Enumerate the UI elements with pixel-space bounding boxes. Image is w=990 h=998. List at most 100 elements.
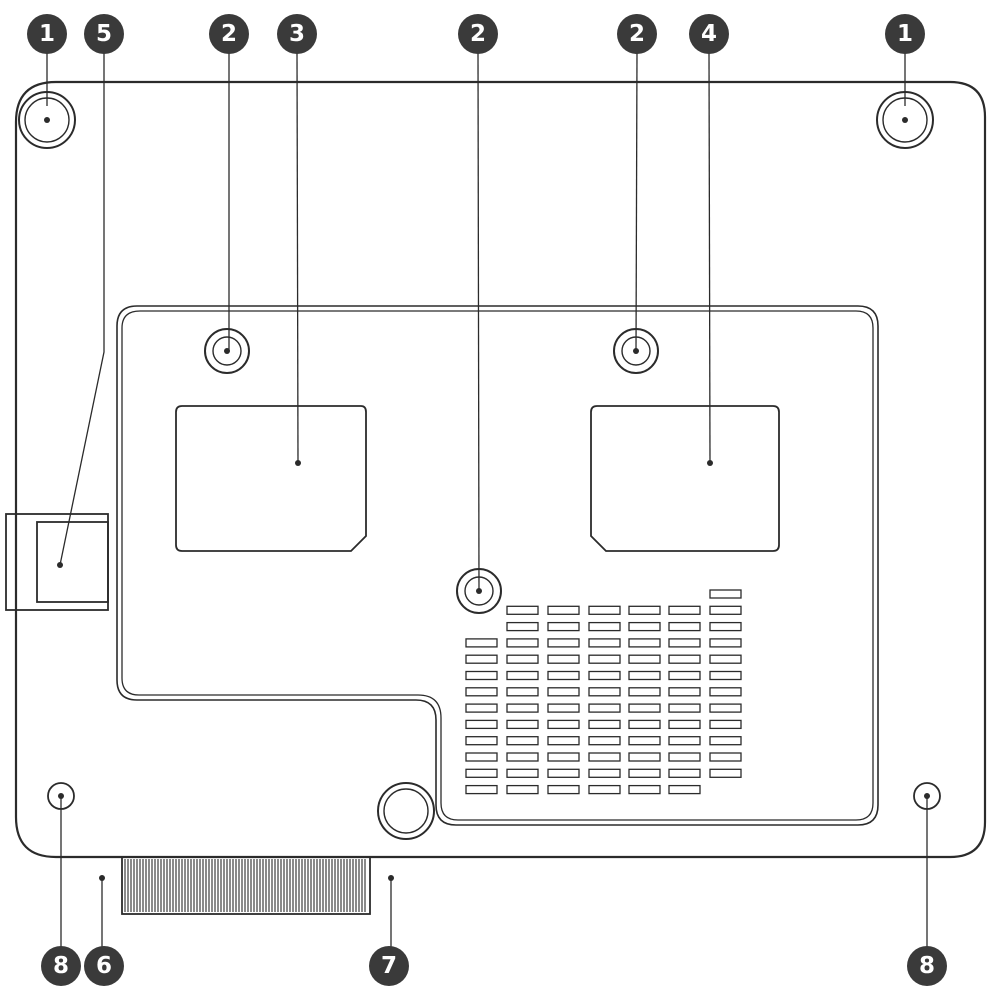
vent-slot (588, 621, 621, 632)
vent-slot (628, 768, 661, 778)
vent-slot (709, 752, 742, 762)
vent-slot (465, 752, 498, 762)
adjustable-foot (377, 782, 435, 840)
vent-slot (668, 670, 701, 681)
vent-slot (547, 687, 580, 697)
vent-slot (668, 768, 701, 778)
vent-slot (709, 638, 742, 648)
callout-3: 3 (277, 14, 317, 54)
vent-slot (506, 670, 539, 681)
vent-slot (588, 654, 621, 664)
label-area-right (590, 405, 780, 552)
vent-slot (547, 621, 580, 632)
vent-slot (709, 670, 742, 681)
vent-slot (628, 784, 661, 795)
vent-slot (506, 638, 539, 648)
callout-number: 2 (629, 21, 645, 47)
leader-lines (46, 51, 928, 948)
vent-slot (668, 752, 701, 762)
mount-hole-left (204, 328, 250, 374)
callout-8-left: 8 (41, 946, 81, 986)
vent-slot (588, 703, 621, 713)
vent-slot (668, 654, 701, 664)
vent-slot (465, 784, 498, 795)
callout-number: 8 (53, 953, 69, 979)
vent-slot (628, 621, 661, 632)
vent-slot (547, 670, 580, 681)
callout-number: 2 (221, 21, 237, 47)
vent-slot (547, 784, 580, 795)
vent-slot (588, 736, 621, 746)
vent-slot (506, 621, 539, 632)
vent-slot (588, 687, 621, 697)
vent-slot (709, 605, 742, 615)
callout-number: 6 (96, 953, 112, 979)
vent-slot (506, 784, 539, 795)
vent-slot (465, 687, 498, 697)
vent-slot (547, 605, 580, 615)
callout-number: 2 (470, 21, 486, 47)
vent-slot (668, 736, 701, 746)
vent-slot (668, 605, 701, 615)
vent-slot (628, 719, 661, 730)
vent-slot (588, 670, 621, 681)
vent-slot (588, 752, 621, 762)
vent-slot (465, 703, 498, 713)
vent-slot (588, 784, 621, 795)
vent-slot (709, 719, 742, 730)
vent-slot (668, 638, 701, 648)
callout-number: 3 (289, 21, 305, 47)
callout-1-right: 1 (885, 14, 925, 54)
vent-slot (709, 736, 742, 746)
callout-7: 7 (369, 946, 409, 986)
callout-number: 4 (701, 21, 717, 47)
vent-slot (465, 670, 498, 681)
vent-slot (506, 687, 539, 697)
vent-slot (506, 752, 539, 762)
vent-slot (547, 719, 580, 730)
vent-slot (588, 638, 621, 648)
vent-slot (628, 670, 661, 681)
vent-slot (588, 605, 621, 615)
callout-number: 1 (897, 21, 913, 47)
vent-slot (547, 654, 580, 664)
vent-slot (506, 703, 539, 713)
vent-slot (465, 736, 498, 746)
body-outline (14, 80, 987, 859)
vent-slot (668, 719, 701, 730)
vent-slot (709, 768, 742, 778)
side-port (5, 513, 109, 611)
vent-slot (588, 768, 621, 778)
vent-slot (668, 621, 701, 632)
callout-8-right: 8 (907, 946, 947, 986)
vent-slot (465, 719, 498, 730)
lens-grille (121, 856, 371, 915)
vent-slot (506, 719, 539, 730)
vent-slot (547, 638, 580, 648)
callout-number: 1 (39, 21, 55, 47)
vent-slot (628, 703, 661, 713)
vent-slot (628, 638, 661, 648)
vent-slot (709, 703, 742, 713)
callout-number: 7 (381, 953, 397, 979)
callout-2-right: 2 (617, 14, 657, 54)
callout-2-center: 2 (458, 14, 498, 54)
vent-slot (628, 736, 661, 746)
vent-slot (547, 703, 580, 713)
vent-slot (506, 768, 539, 778)
callout-2-left: 2 (209, 14, 249, 54)
lens-ribs (124, 859, 366, 912)
cover-panel (116, 305, 879, 826)
callout-4: 4 (689, 14, 729, 54)
callout-number: 5 (96, 21, 112, 47)
vent-slot (668, 687, 701, 697)
callout-1-left: 1 (27, 14, 67, 54)
vent-slot (709, 654, 742, 664)
ventilation-grille (465, 589, 742, 795)
vent-slot (709, 589, 742, 599)
label-area-left (175, 405, 367, 552)
vent-slot (506, 605, 539, 615)
vent-slot (709, 687, 742, 697)
vent-slot (588, 719, 621, 730)
